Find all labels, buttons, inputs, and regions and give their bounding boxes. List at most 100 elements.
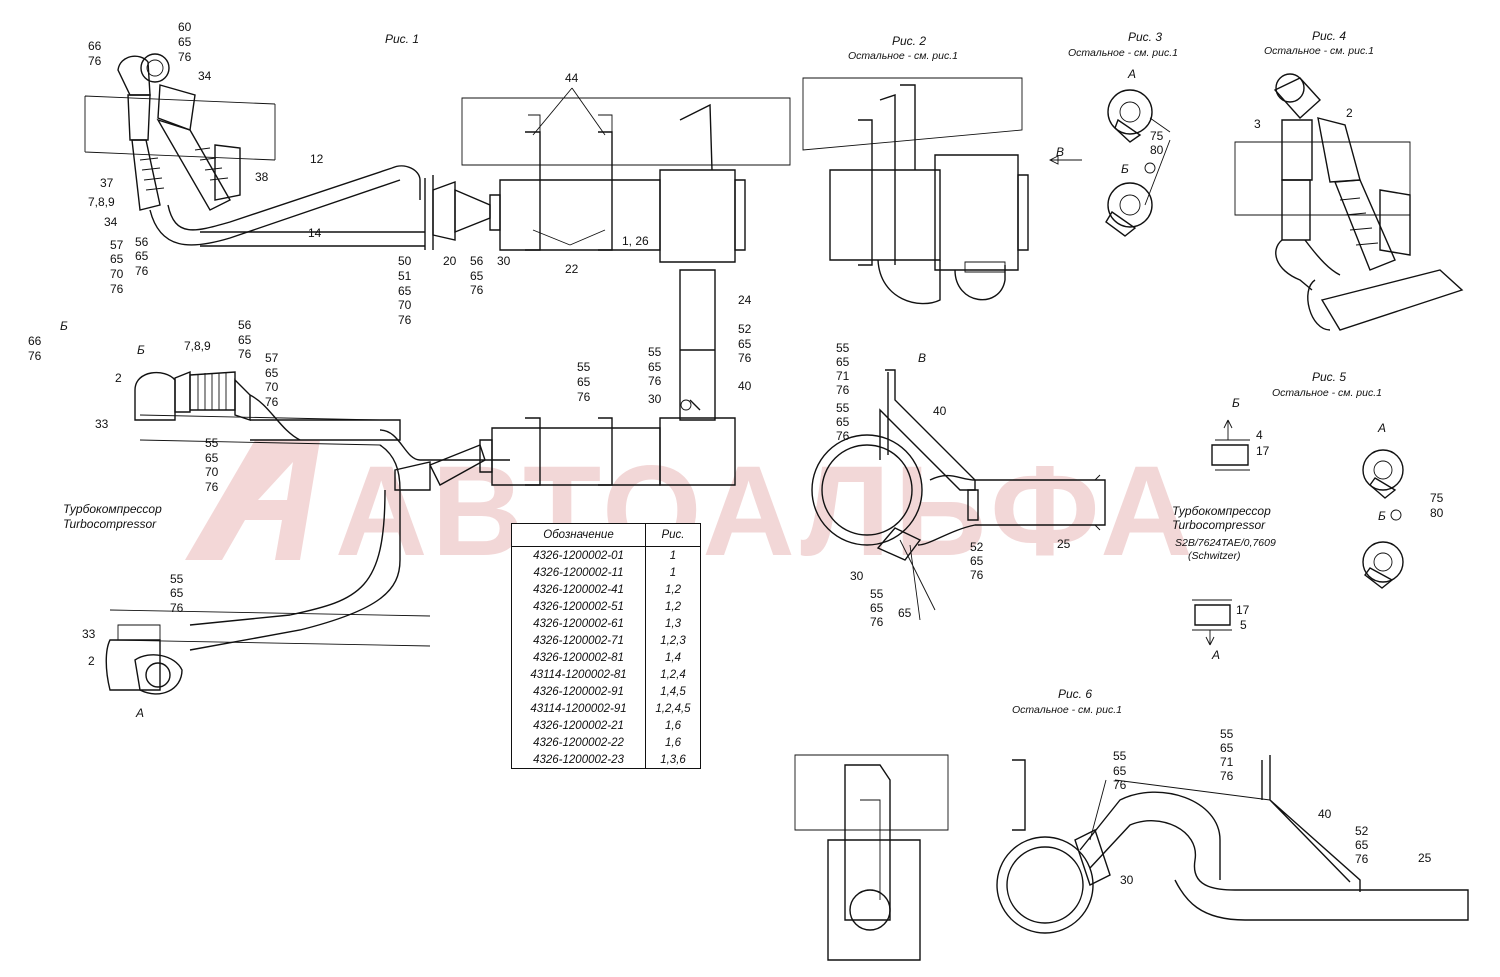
figure-6-title: Рис. 6 — [1058, 687, 1092, 701]
figure-1-drawing — [84, 53, 791, 263]
main-assembly-drawing — [105, 269, 736, 695]
callout-label: 38 — [255, 170, 269, 184]
callout-label: 76 — [178, 50, 192, 64]
callout-label: 55 — [170, 572, 184, 586]
callout-label: 12 — [310, 152, 324, 166]
figure-5-drawing — [1192, 419, 1404, 646]
callout-label: 56 — [135, 235, 149, 249]
cell-figures: 1,4,5 — [645, 683, 701, 700]
callout-label: 65 — [970, 554, 984, 568]
figure-3-subtitle: Остальное - см. рис.1 — [1068, 47, 1178, 59]
cell-figures: 1,2,4,5 — [645, 700, 701, 717]
callout-label: 65 — [648, 360, 662, 374]
figure-2-title: Рис. 2 — [892, 34, 926, 48]
callout-label: 76 — [577, 390, 591, 404]
callout-label: 76 — [238, 347, 252, 361]
cell-designation: 4326-1200002-71 — [511, 632, 646, 649]
callout-label: 76 — [836, 383, 850, 397]
callout-label: 40 — [933, 404, 947, 418]
callout-label: 57 — [110, 238, 124, 252]
turbo-right-ru: Турбокомпрессор — [1172, 504, 1271, 518]
cell-figures: 1,2 — [645, 581, 701, 598]
callout-label: 76 — [205, 480, 219, 494]
view-letter-b: Б — [1232, 396, 1240, 410]
callout-label: 7,8,9 — [184, 339, 211, 353]
cell-figures: 1,2,3 — [645, 632, 701, 649]
callout-label: 56 — [238, 318, 252, 332]
callout-label: 76 — [88, 54, 102, 68]
callout-label: 76 — [110, 282, 124, 296]
callout-label: 7,8,9 — [88, 195, 115, 209]
callout-label: 34 — [198, 69, 212, 83]
view-letter-b: Б — [1121, 162, 1129, 176]
callout-label: 76 — [1355, 852, 1369, 866]
view-letter-b: Б — [60, 319, 68, 333]
callout-label: 56 — [470, 254, 484, 268]
callout-label: 76 — [970, 568, 984, 582]
cell-figures: 1,6 — [645, 717, 701, 734]
callout-label: 34 — [104, 215, 118, 229]
callout-label: 76 — [170, 601, 184, 615]
callout-label: 65 — [870, 601, 884, 615]
figure-4-subtitle: Остальное - см. рис.1 — [1264, 45, 1374, 57]
figure-5-subtitle: Остальное - см. рис.1 — [1272, 387, 1382, 399]
cell-figures: 1,3,6 — [645, 751, 701, 769]
callout-label: 55 — [205, 436, 219, 450]
callout-label: 65 — [470, 269, 484, 283]
callout-label: 71 — [836, 369, 850, 383]
cell-figures: 1 — [645, 546, 701, 564]
callout-label: 75 — [1430, 491, 1444, 505]
callout-label: 30 — [497, 254, 511, 268]
callout-label: 65 — [577, 375, 591, 389]
callout-label: 65 — [1113, 764, 1127, 778]
callout-label: 76 — [135, 264, 149, 278]
callout-label: 33 — [82, 627, 96, 641]
cell-designation: 4326-1200002-61 — [511, 615, 646, 632]
figure-3-title: Рис. 3 — [1128, 30, 1162, 44]
figure-2-subtitle: Остальное - см. рис.1 — [848, 50, 958, 62]
figure-1-title: Рис. 1 — [385, 32, 419, 46]
table-header-row: Обозначение Рис. — [511, 523, 701, 547]
callout-label: 55 — [577, 360, 591, 374]
callout-label: 5 — [1240, 618, 1247, 632]
view-letter-a: А — [135, 706, 144, 720]
column-header-designation: Обозначение — [511, 523, 646, 547]
callout-label: 65 — [1220, 741, 1234, 755]
cell-figures: 1,3 — [645, 615, 701, 632]
figure-4-title: Рис. 4 — [1312, 29, 1346, 43]
callout-label: 51 — [398, 269, 412, 283]
callout-label: 65 — [836, 415, 850, 429]
figure-2-drawing — [802, 77, 1082, 305]
callout-label: 76 — [28, 349, 42, 363]
callout-label: 55 — [836, 341, 850, 355]
callout-label: 65 — [398, 284, 412, 298]
callout-label: 30 — [648, 392, 662, 406]
callout-label: 55 — [836, 401, 850, 415]
callout-label: 20 — [443, 254, 457, 268]
cell-designation: 43114-1200002-91 — [511, 700, 646, 717]
callout-label: 65 — [178, 35, 192, 49]
callout-label: 52 — [970, 540, 984, 554]
callout-label: 76 — [738, 351, 752, 365]
callout-label: 22 — [565, 262, 579, 276]
view-letter-b: Б — [137, 343, 145, 357]
turbo-right-en: Turbocompressor — [1172, 518, 1266, 532]
callout-label: 37 — [100, 176, 114, 190]
callout-label: 25 — [1418, 851, 1432, 865]
column-header-figure: Рис. — [645, 523, 701, 547]
callout-label: 2 — [115, 371, 122, 385]
figure-view-v-drawing — [811, 369, 1106, 621]
callout-label: 65 — [265, 366, 279, 380]
watermark-text: АВТОАЛЬФА — [335, 440, 1197, 583]
callout-label: 70 — [110, 267, 124, 281]
figure-6-drawing — [794, 754, 1469, 961]
callout-label: 76 — [470, 283, 484, 297]
